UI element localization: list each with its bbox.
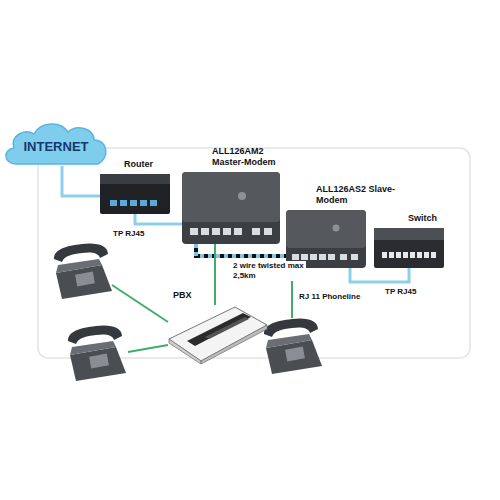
line-label: RJ 11 Phoneline — [298, 292, 380, 302]
cable-label: TP RJ45 — [384, 287, 436, 297]
cable-line — [350, 268, 409, 282]
master-modem: ALL126AM2 Master-Modem — [182, 172, 280, 244]
slave-modem-art — [286, 210, 366, 268]
node-title: INTERNET — [24, 139, 89, 154]
network-switch-art — [374, 228, 444, 268]
cable-line — [196, 244, 286, 256]
pbx-unit-art — [165, 305, 270, 365]
cable — [196, 244, 286, 256]
cable — [350, 268, 409, 282]
phone-cord — [128, 345, 168, 352]
internet-cloud: INTERNET — [2, 118, 110, 166]
device-label: Router — [124, 159, 174, 170]
telephone — [54, 243, 112, 299]
cable — [215, 244, 216, 305]
device-label: ALL126AM2 Master-Modem — [212, 146, 292, 168]
cable-label: 2 wire twisted max 2,5km — [232, 261, 306, 281]
slave-modem: ALL126AS2 Slave-Modem — [286, 210, 366, 268]
network-switch: Switch — [374, 228, 444, 268]
cable-line — [62, 166, 100, 196]
phone-cord — [112, 285, 168, 322]
cable-line — [196, 244, 286, 256]
router-box-art — [100, 174, 170, 214]
router-box: Router — [100, 174, 170, 214]
cable-line — [214, 244, 216, 305]
cable — [62, 166, 100, 196]
telephone — [264, 318, 322, 374]
cable-label: TP RJ45 — [112, 229, 164, 239]
device-label: PBX — [173, 290, 213, 301]
pbx-unit: PBX — [165, 305, 270, 365]
cable-line — [135, 214, 182, 224]
device-label: Switch — [408, 213, 458, 224]
cable — [135, 214, 182, 224]
master-modem-art — [182, 172, 280, 244]
device-label: ALL126AS2 Slave-Modem — [316, 184, 396, 206]
telephone — [68, 325, 126, 381]
